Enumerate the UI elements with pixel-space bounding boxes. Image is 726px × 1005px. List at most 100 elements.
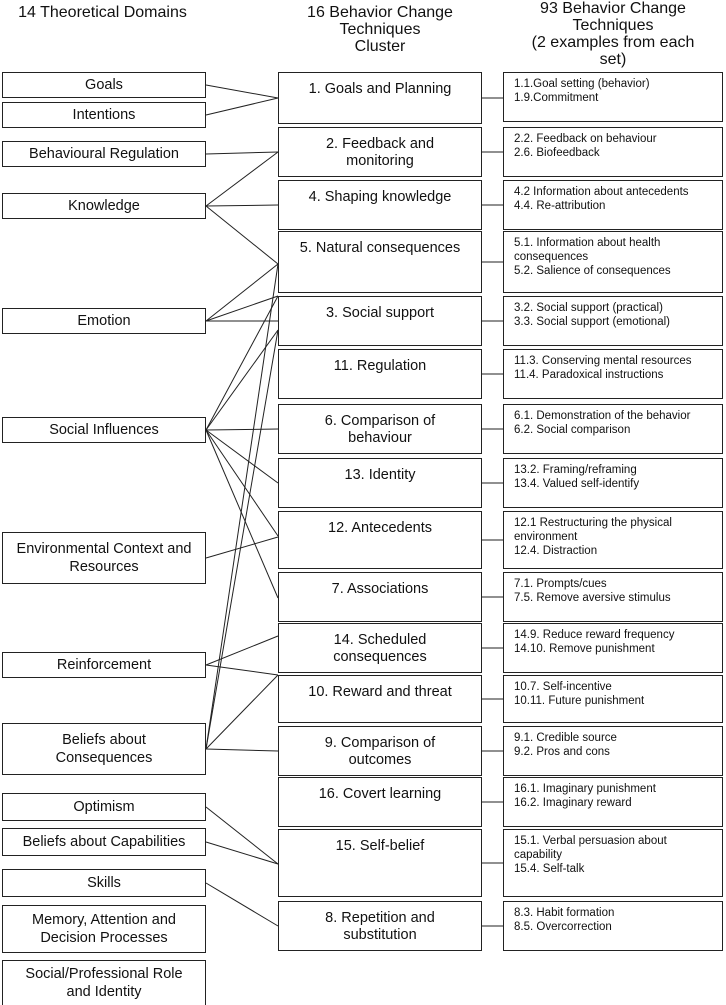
technique-item: 2.6. Biofeedback xyxy=(514,147,600,159)
cluster-label: 1. Goals and Planning xyxy=(308,81,452,97)
domain-box-goals: Goals xyxy=(2,72,206,98)
cluster-label: 4. Shaping knowledge xyxy=(308,189,452,205)
technique-item: 11.4. Paradoxical instructions xyxy=(514,369,664,381)
domain-label: Decision Processes xyxy=(40,930,168,946)
header-clusters-line: Techniques xyxy=(339,21,421,38)
cluster-label: behaviour xyxy=(348,430,412,446)
domain-cluster-connector xyxy=(205,84,279,99)
domain-label: Behavioural Regulation xyxy=(29,146,179,162)
cluster-label: 10. Reward and threat xyxy=(308,684,452,700)
technique-item: 8.3. Habit formation xyxy=(514,907,615,919)
cluster-label: 13. Identity xyxy=(344,467,416,483)
technique-item: 7.5. Remove aversive stimulus xyxy=(514,592,671,604)
technique-item: 4.4. Re-attribution xyxy=(514,200,606,212)
technique-item: 4.2 Information about antecedents xyxy=(514,186,689,198)
header-domains-text: 14 Theoretical Domains xyxy=(18,4,187,21)
technique-item: 5.2. Salience of consequences xyxy=(514,265,671,277)
technique-box-shaping-knowledge: 4.2 Information about antecedents 4.4. Re… xyxy=(503,180,723,230)
technique-item: 13.2. Framing/reframing xyxy=(514,464,637,476)
cluster-box-natural-consequences: 5. Natural consequences xyxy=(278,231,482,293)
technique-item: 6.1. Demonstration of the behavior xyxy=(514,410,691,422)
technique-box-identity: 13.2. Framing/reframing 13.4. Valued self… xyxy=(503,458,723,508)
domain-label: Beliefs about xyxy=(62,732,146,748)
cluster-label: 15. Self-belief xyxy=(335,838,425,854)
domain-label: and Identity xyxy=(66,984,142,1000)
cluster-label: 2. Feedback and xyxy=(325,136,435,152)
cluster-label: 7. Associations xyxy=(331,581,429,597)
header-clusters-line: Cluster xyxy=(354,38,406,55)
domain-box-skills: Skills xyxy=(2,869,206,897)
domain-label: Reinforcement xyxy=(56,657,152,673)
technique-item: 2.2. Feedback on behaviour xyxy=(514,133,657,145)
domain-box-knowledge: Knowledge xyxy=(2,193,206,219)
cluster-box-shaping-knowledge: 4. Shaping knowledge xyxy=(278,180,482,230)
domain-box-social-influences: Social Influences xyxy=(2,417,206,443)
domain-label: Beliefs about Capabilities xyxy=(22,834,186,850)
technique-item: consequences xyxy=(514,251,589,263)
cluster-label: outcomes xyxy=(348,752,412,768)
cluster-label: 9. Comparison of xyxy=(324,735,436,751)
technique-box-goals-planning: 1.1.Goal setting (behavior)1.9.Commitmen… xyxy=(503,72,723,122)
cluster-label: substitution xyxy=(343,927,417,943)
technique-item: 12.1 Restructuring the physical xyxy=(514,517,672,529)
domain-box-behavioural-regulation: Behavioural Regulation xyxy=(2,141,206,167)
technique-item: 9.1. Credible source xyxy=(514,732,617,744)
domain-box-emotion: Emotion xyxy=(2,308,206,334)
cluster-label: 11. Regulation xyxy=(333,358,427,374)
header-clusters: 16 Behavior Change Techniques Cluster xyxy=(278,4,482,55)
domain-label: Memory, Attention and xyxy=(31,912,176,928)
technique-item: environment xyxy=(514,531,578,543)
domain-cluster-connector xyxy=(205,635,279,666)
domain-label: Environmental Context and xyxy=(16,541,192,557)
domain-box-reinforcement: Reinforcement xyxy=(2,652,206,678)
technique-box-scheduled-consequences: 14.9. Reduce reward frequency 14.10. Remo… xyxy=(503,623,723,673)
technique-item: 13.4. Valued self-identify xyxy=(514,478,640,490)
technique-box-repetition-substitution: 8.3. Habit formation 8.5. Overcorrection xyxy=(503,901,723,951)
technique-item: 16.1. Imaginary punishment xyxy=(514,783,656,795)
domain-cluster-connector xyxy=(205,748,279,752)
cluster-label: 16. Covert learning xyxy=(318,786,442,802)
technique-item: 14.9. Reduce reward frequency xyxy=(514,629,675,641)
domain-cluster-connector xyxy=(205,151,279,155)
header-techniques-line: 93 Behavior Change xyxy=(540,0,686,17)
domain-box-beliefs-capabilities: Beliefs about Capabilities xyxy=(2,828,206,856)
domain-cluster-connector xyxy=(205,429,279,537)
domain-cluster-connector xyxy=(205,263,279,322)
cluster-label: 3. Social support xyxy=(325,305,434,321)
domain-box-intentions: Intentions xyxy=(2,102,206,128)
domain-cluster-connector xyxy=(205,295,279,431)
cluster-label: 6. Comparison of xyxy=(324,413,436,429)
domain-cluster-connector xyxy=(205,329,279,750)
domain-cluster-connector xyxy=(205,295,279,322)
cluster-box-associations: 7. Associations xyxy=(278,572,482,622)
domain-label: Resources xyxy=(69,559,139,575)
cluster-label: monitoring xyxy=(346,153,414,169)
technique-item: 3.3. Social support (emotional) xyxy=(514,316,670,328)
cluster-label: consequences xyxy=(333,649,427,665)
technique-box-comparison-behaviour: 6.1. Demonstration of the behavior 6.2. S… xyxy=(503,404,723,454)
technique-item: 6.2. Social comparison xyxy=(514,424,631,436)
technique-item: 14.10. Remove punishment xyxy=(514,643,655,655)
technique-box-social-support: 3.2. Social support (practical)3.3. Soci… xyxy=(503,296,723,346)
domain-cluster-connector xyxy=(205,674,279,750)
cluster-box-regulation: 11. Regulation xyxy=(278,349,482,399)
cluster-box-covert-learning: 16. Covert learning xyxy=(278,777,482,827)
cluster-box-identity: 13. Identity xyxy=(278,458,482,508)
technique-item: 8.5. Overcorrection xyxy=(514,921,612,933)
technique-item: 5.1. Information about health xyxy=(514,237,661,249)
header-techniques-line: Techniques xyxy=(572,17,654,34)
domain-cluster-connector xyxy=(205,151,279,207)
technique-item: 16.2. Imaginary reward xyxy=(514,797,632,809)
technique-box-covert-learning: 16.1. Imaginary punishment 16.2. Imaginar… xyxy=(503,777,723,827)
header-techniques-line: set) xyxy=(599,51,627,68)
technique-item: 15.4. Self-talk xyxy=(514,863,585,875)
technique-item: 11.3. Conserving mental resources xyxy=(514,355,692,367)
domain-box-optimism: Optimism xyxy=(2,793,206,821)
